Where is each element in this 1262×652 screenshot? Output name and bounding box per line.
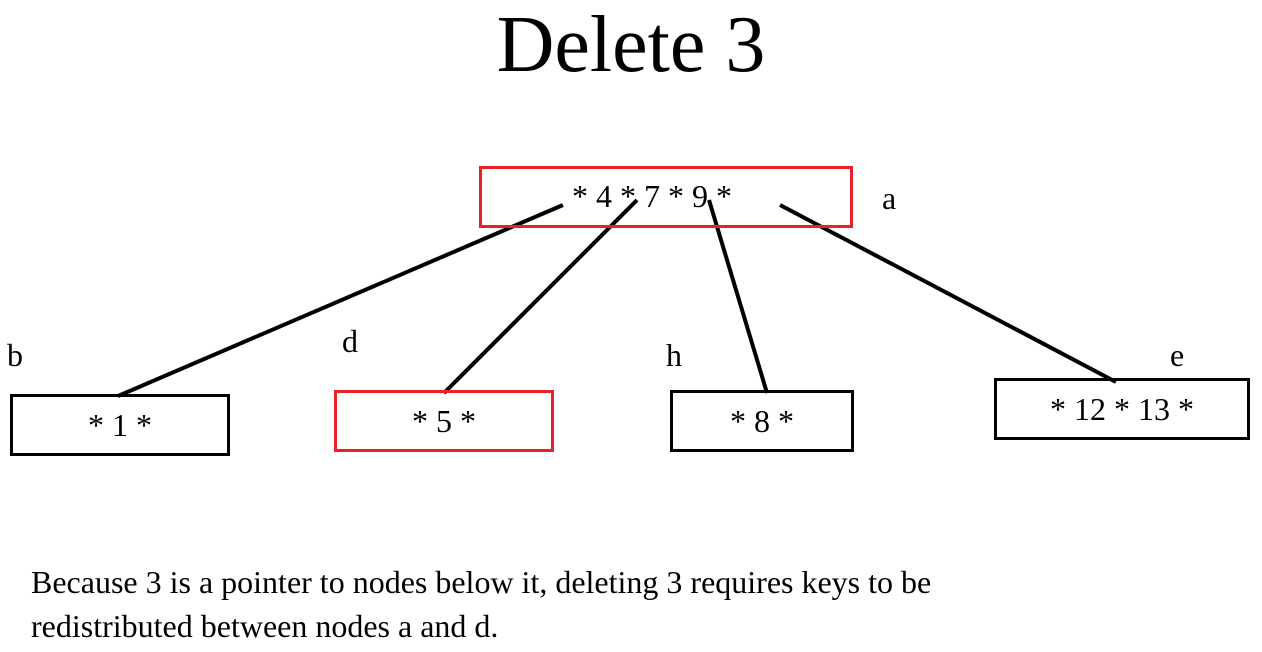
node-d-keys: * 5 * xyxy=(412,402,476,439)
caption-line-2: redistributed between nodes a and d. xyxy=(31,608,499,644)
caption-line-1: Because 3 is a pointer to nodes below it… xyxy=(31,564,932,600)
slide-title: Delete 3 xyxy=(496,1,766,89)
edge-a-to-b xyxy=(117,203,564,398)
node-b-label: b xyxy=(7,337,23,373)
node-h-label: h xyxy=(666,337,682,373)
node-a-keys: * 4 * 7 * 9 * xyxy=(572,177,732,214)
node-d-label: d xyxy=(342,323,358,359)
node-a-label: a xyxy=(882,180,897,216)
tree-node-d: * 5 * xyxy=(334,390,554,452)
tree-node-e: * 12 * 13 * xyxy=(994,378,1250,440)
node-b-keys: * 1 * xyxy=(88,406,152,443)
tree-node-b: * 1 * xyxy=(10,394,230,456)
edge-a-to-h xyxy=(707,199,769,394)
node-e-label: e xyxy=(1170,337,1185,373)
edge-a-to-d xyxy=(442,198,639,395)
tree-node-h: * 8 * xyxy=(670,390,854,452)
edge-a-to-e xyxy=(779,203,1117,384)
tree-node-a: * 4 * 7 * 9 * xyxy=(479,166,853,228)
node-e-keys: * 12 * 13 * xyxy=(1050,390,1194,427)
explanation-caption: Because 3 is a pointer to nodes below it… xyxy=(31,560,1231,648)
node-h-keys: * 8 * xyxy=(730,402,794,439)
